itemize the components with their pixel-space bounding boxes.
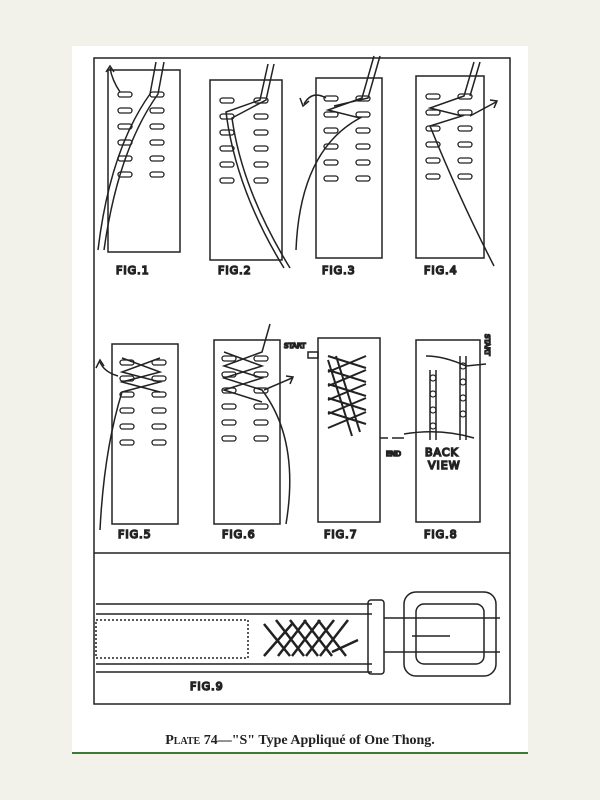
- end-annotation: END: [386, 450, 401, 458]
- fig-7-drawing: [307, 337, 404, 523]
- fig-7-label: FIG.7: [324, 528, 358, 541]
- plate-title: —"S" Type Appliqué of One Thong.: [217, 733, 435, 748]
- plate-caption: Plate 74—"S" Type Appliqué of One Thong.: [0, 733, 600, 749]
- plate-number: Plate 74: [165, 733, 218, 748]
- start-annotation-fig8: START: [483, 334, 491, 356]
- fig-6-drawing: [213, 323, 295, 525]
- fig-8-drawing: [403, 339, 487, 523]
- fig-8-label: FIG.8: [424, 528, 458, 541]
- fig-5-label: FIG.5: [118, 528, 152, 541]
- fig-1-drawing: [97, 61, 181, 253]
- fig-9-label: FIG.9: [190, 680, 224, 693]
- back-view-label-line1: BACK: [425, 446, 459, 459]
- fig-5-drawing: [95, 343, 179, 531]
- fig-2-drawing: [209, 63, 291, 269]
- fig-3-label: FIG.3: [322, 264, 356, 277]
- start-annotation-fig7: START: [284, 342, 306, 350]
- fig-2-label: FIG.2: [218, 264, 252, 277]
- fig-1-label: FIG.1: [116, 264, 150, 277]
- fig-9-drawing: [95, 591, 500, 677]
- plate-frame: [93, 57, 511, 705]
- fig-3-drawing: [295, 55, 383, 259]
- fig-4-label: FIG.4: [424, 264, 458, 277]
- back-view-label-line2: VIEW: [428, 459, 461, 472]
- fig-6-label: FIG.6: [222, 528, 256, 541]
- fig-4-drawing: [415, 61, 499, 267]
